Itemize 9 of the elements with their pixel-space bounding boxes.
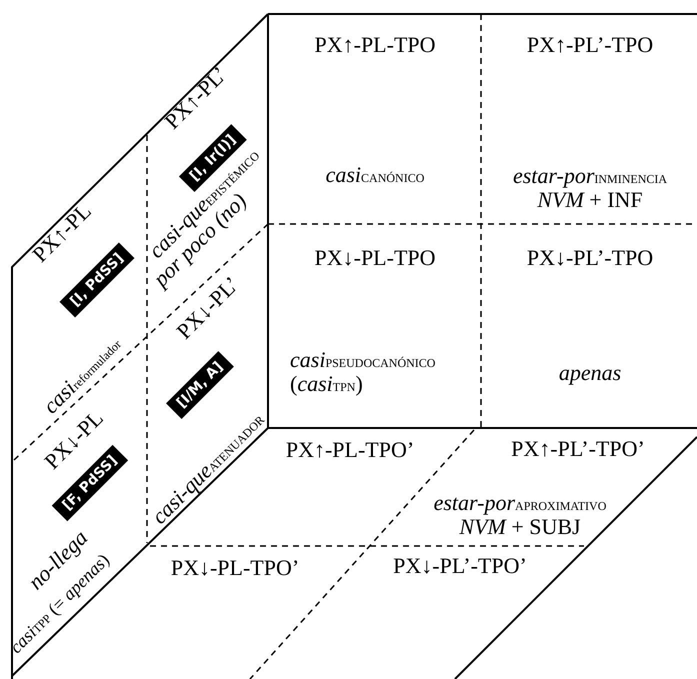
cell-heading: PX↑-PL’-TPO	[526, 32, 654, 58]
cell-heading: PX↓-PL’-TPO	[526, 246, 654, 270]
cell-heading: PX↑-PL’-TPO’	[511, 436, 645, 462]
term-label: apenas	[558, 360, 622, 386]
cell-heading: PX↓-PL-TPO	[314, 246, 436, 270]
cell-heading: PX↓-PL’-TPO’	[393, 554, 527, 578]
cell-heading: PX↑-PL-TPO’	[286, 438, 414, 462]
cell-heading: PX↓-PL-TPO’	[170, 556, 300, 580]
cell-heading: PX↑-PL-TPO	[314, 32, 436, 58]
